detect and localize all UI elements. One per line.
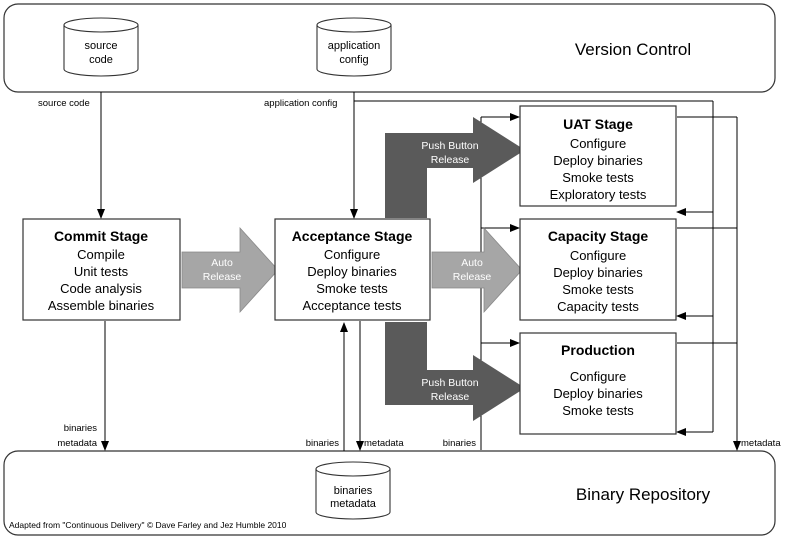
- binaries-db-label-1: binaries: [334, 485, 373, 497]
- push-button-release-uat-arrow: Push Button Release: [385, 117, 525, 218]
- auto-release-arrow-1: Auto Release: [181, 226, 279, 314]
- acceptance-stage-box: Acceptance Stage Configure Deploy binari…: [274, 218, 431, 321]
- uat-item-deploy-binaries: Deploy binaries: [553, 153, 643, 168]
- source-code-database-icon: source code: [63, 17, 139, 77]
- commit-stage-box: Commit Stage Compile Unit tests Code ana…: [22, 218, 181, 321]
- commit-binaries-label: binaries: [64, 423, 98, 434]
- app-config-db-label-1: application: [328, 40, 381, 52]
- capacity-item-smoke-tests: Smoke tests: [562, 282, 634, 297]
- uat-item-configure: Configure: [570, 136, 626, 151]
- production-item-smoke-tests: Smoke tests: [562, 403, 634, 418]
- push-button-prod-line-1: Push Button: [421, 377, 478, 389]
- source-code-db-label-1: source: [84, 40, 117, 52]
- app-config-db-label-2: config: [339, 54, 368, 66]
- capacity-item-configure: Configure: [570, 248, 626, 263]
- acceptance-metadata-label: metadata: [364, 438, 404, 449]
- acceptance-item-smoke-tests: Smoke tests: [316, 281, 388, 296]
- auto-release-2-line-1: Auto: [461, 257, 483, 269]
- binaries-database-icon: binaries metadata: [315, 461, 391, 520]
- commit-item-compile: Compile: [77, 247, 125, 262]
- production-item-configure: Configure: [570, 369, 626, 384]
- capacity-item-capacity-tests: Capacity tests: [557, 299, 639, 314]
- version-control-title: Version Control: [575, 40, 691, 59]
- source-code-flow-label: source code: [38, 98, 90, 109]
- acceptance-stage-title: Acceptance Stage: [292, 228, 413, 244]
- auto-release-1-line-2: Release: [203, 271, 242, 283]
- binary-repository-title: Binary Repository: [576, 485, 711, 504]
- acceptance-item-acceptance-tests: Acceptance tests: [303, 298, 402, 313]
- capacity-stage-box: Capacity Stage Configure Deploy binaries…: [519, 218, 677, 321]
- push-button-uat-line-1: Push Button: [421, 140, 478, 152]
- commit-item-unit-tests: Unit tests: [74, 264, 129, 279]
- acceptance-item-configure: Configure: [324, 247, 380, 262]
- binaries-db-label-2: metadata: [330, 498, 377, 510]
- auto-release-1-line-1: Auto: [211, 257, 233, 269]
- acceptance-item-deploy-binaries: Deploy binaries: [307, 264, 397, 279]
- push-button-prod-line-2: Release: [431, 391, 470, 403]
- auto-release-2-line-2: Release: [453, 271, 492, 283]
- uat-stage-title: UAT Stage: [563, 116, 633, 132]
- app-config-database-icon: application config: [316, 17, 392, 77]
- commit-item-code-analysis: Code analysis: [60, 281, 142, 296]
- commit-metadata-label: metadata: [57, 438, 97, 449]
- credit-text: Adapted from "Continuous Delivery" © Dav…: [9, 520, 287, 530]
- capacity-item-deploy-binaries: Deploy binaries: [553, 265, 643, 280]
- later-stages-binaries-label: binaries: [443, 438, 477, 449]
- app-config-flow-label: application config: [264, 98, 337, 109]
- production-stage-box: Production Configure Deploy binaries Smo…: [519, 332, 677, 435]
- uat-item-smoke-tests: Smoke tests: [562, 170, 634, 185]
- push-button-uat-line-2: Release: [431, 154, 470, 166]
- later-stages-metadata-label: metadata: [741, 438, 781, 449]
- production-stage-title: Production: [561, 342, 635, 358]
- acceptance-binaries-label: binaries: [306, 438, 340, 449]
- uat-stage-box: UAT Stage Configure Deploy binaries Smok…: [519, 105, 677, 207]
- auto-release-arrow-2: Auto Release: [431, 226, 523, 314]
- uat-item-exploratory-tests: Exploratory tests: [550, 187, 647, 202]
- capacity-stage-title: Capacity Stage: [548, 228, 649, 244]
- push-button-release-production-arrow: Push Button Release: [385, 322, 525, 421]
- source-code-db-label-2: code: [89, 54, 113, 66]
- commit-stage-title: Commit Stage: [54, 228, 148, 244]
- commit-item-assemble-binaries: Assemble binaries: [48, 298, 155, 313]
- production-item-deploy-binaries: Deploy binaries: [553, 386, 643, 401]
